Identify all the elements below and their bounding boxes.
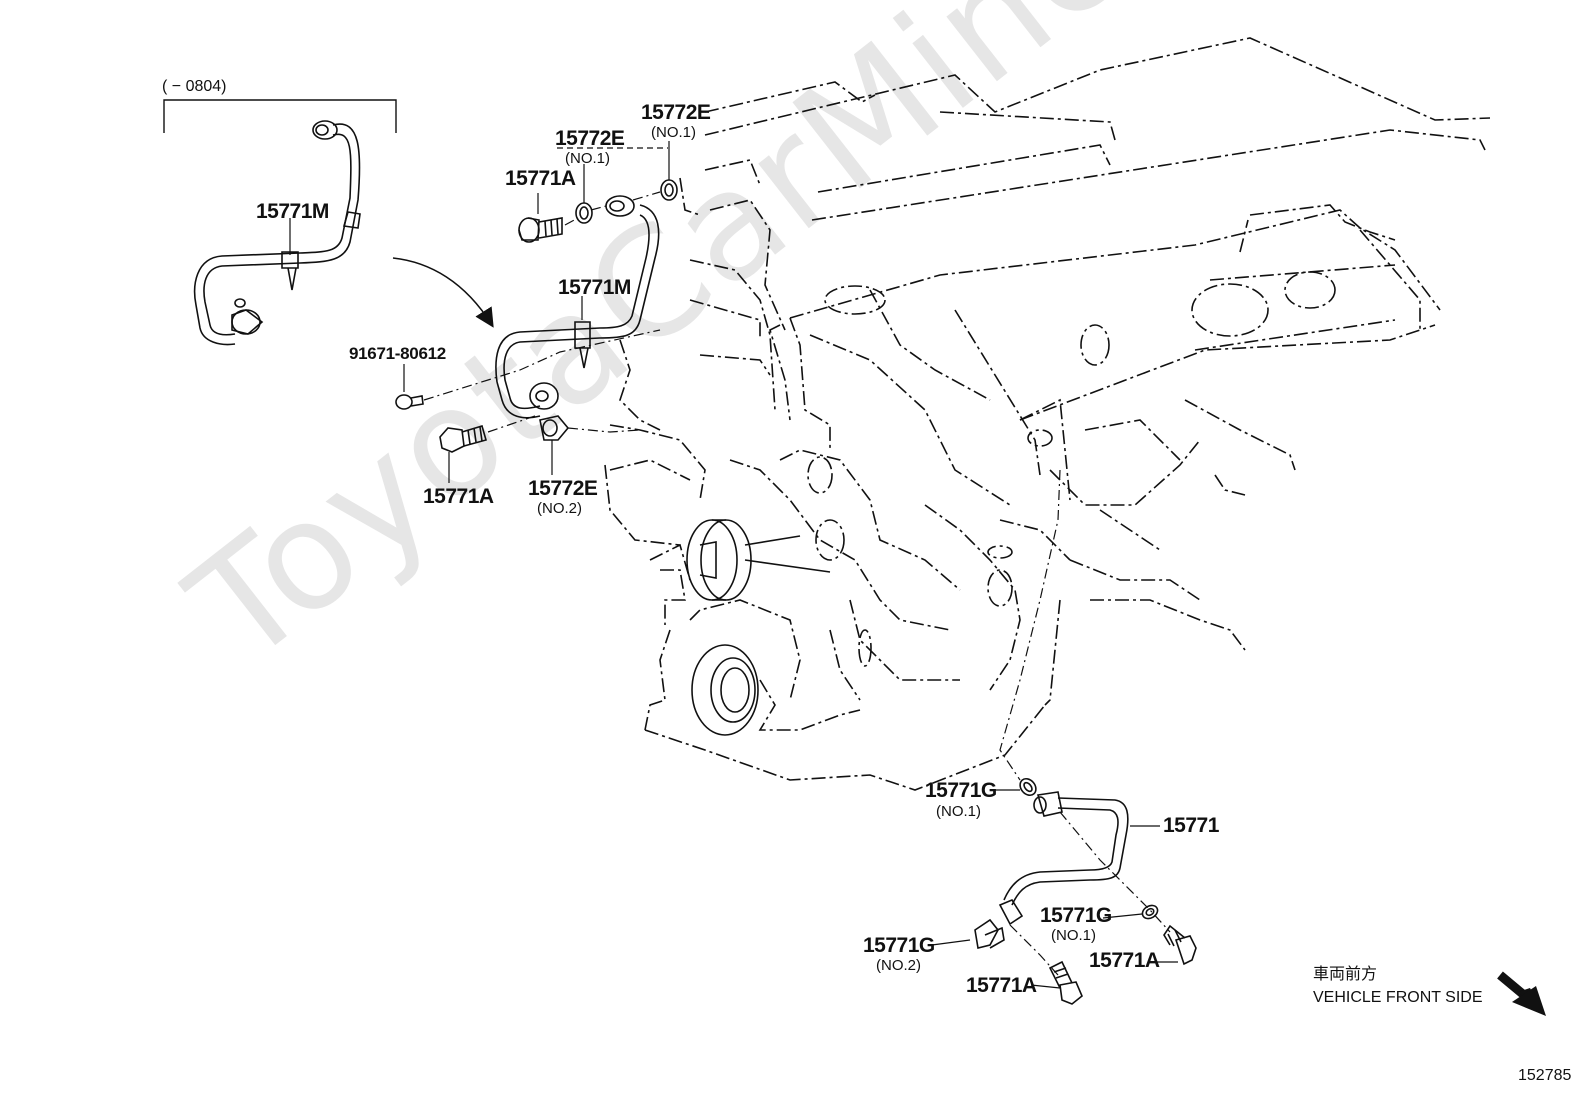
label-gasket-right-left: 15771G xyxy=(863,934,935,957)
label-inset-pipe: 15771M xyxy=(256,200,329,223)
engine-block-outline xyxy=(604,37,1491,791)
main-oil-pipe xyxy=(495,195,660,419)
inset-oil-pipe xyxy=(193,120,361,346)
figure-number: 152785 xyxy=(1518,1067,1572,1084)
label-gasket-lower-no: (NO.2) xyxy=(537,500,582,517)
label-bolt-right-a: 15771A xyxy=(966,974,1037,997)
date-range-note: ( − 0804) xyxy=(162,78,227,95)
right-banjo-bolts xyxy=(1048,924,1197,1005)
alignment-lines-upper xyxy=(423,191,661,433)
direction-label-japanese: 車両前方 xyxy=(1313,964,1378,983)
lower-union-fitting xyxy=(539,415,570,441)
upper-banjo-bolt xyxy=(518,217,563,243)
direction-label-english: VEHICLE FRONT SIDE xyxy=(1313,989,1483,1006)
label-screw: 91671-80612 xyxy=(349,344,446,363)
label-gasket-right-mid: 15771G xyxy=(1040,904,1112,927)
label-gasket-upper-a: 15772E xyxy=(555,127,625,150)
label-gasket-upper-b-no: (NO.1) xyxy=(651,124,696,141)
label-main-pipe: 15771M xyxy=(558,276,631,299)
label-pipe-right: 15771 xyxy=(1163,814,1219,837)
transition-arrow xyxy=(392,257,494,328)
leader-lines xyxy=(289,141,1178,989)
alignment-lines-lower xyxy=(999,469,1171,976)
mounting-screw xyxy=(395,394,424,410)
lower-seal xyxy=(691,644,759,736)
label-bolt-lower-left: 15771A xyxy=(423,485,494,508)
label-gasket-right-mid-no: (NO.1) xyxy=(1051,927,1096,944)
crank-pulley xyxy=(686,519,831,601)
label-gasket-right-left-no: (NO.2) xyxy=(876,957,921,974)
label-gasket-upper-a-no: (NO.1) xyxy=(565,150,610,167)
lower-banjo-bolt xyxy=(439,425,487,453)
label-bolt-upper: 15771A xyxy=(505,167,576,190)
inset-bracket xyxy=(163,99,397,133)
label-gasket-right-top-no: (NO.1) xyxy=(936,803,981,820)
right-oil-pipe xyxy=(998,791,1129,926)
label-gasket-right-top: 15771G xyxy=(925,779,997,802)
label-gasket-lower: 15772E xyxy=(528,477,598,500)
upper-gaskets xyxy=(575,179,678,224)
label-gasket-upper-b: 15772E xyxy=(641,101,711,124)
label-bolt-right-b: 15771A xyxy=(1089,949,1160,972)
vehicle-front-arrow-icon xyxy=(1497,971,1546,1016)
